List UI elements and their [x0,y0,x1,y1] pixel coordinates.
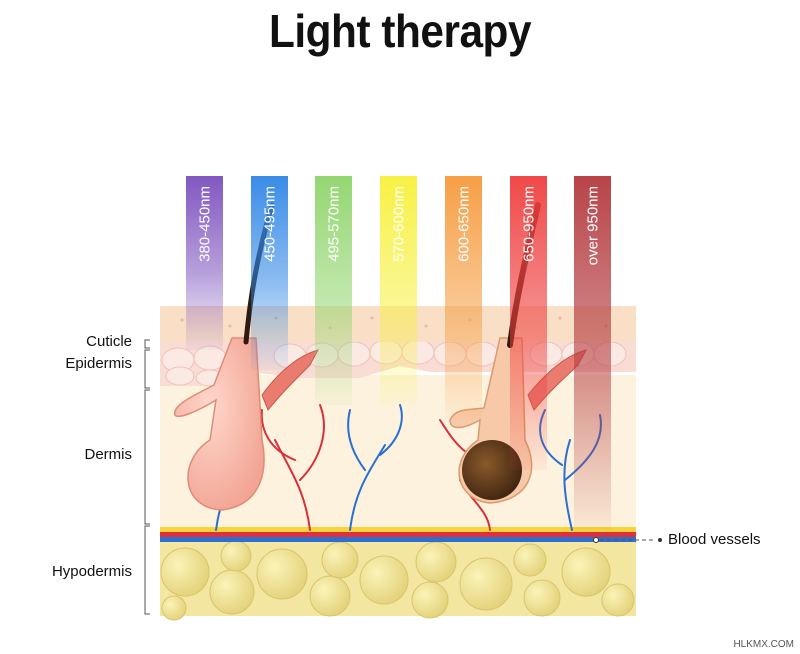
light-bands: 380-450nm 450-495nm 495-570nm 570-600nm 600-… [186,176,611,530]
light-band-bar [251,176,288,370]
light-band: 450-495nm [251,176,288,370]
light-band-bar [380,176,417,405]
layer-brackets [144,339,150,615]
label-cuticle: Cuticle [86,333,132,350]
page-title: Light therapy [268,5,532,57]
light-band: over 950nm [574,176,611,530]
light-band-bar [574,176,611,530]
light-band: 600-650nm [445,176,482,420]
light-band-bar [510,176,547,470]
light-band: 380-450nm [186,176,223,350]
blood-vessel-pointer [593,537,662,543]
label-dermis: Dermis [84,446,133,463]
light-band-label: 380-450nm [197,186,214,262]
label-epidermis: Epidermis [65,355,132,372]
vessel-blue [160,537,636,542]
light-band-label: over 950nm [585,186,602,265]
light-band: 570-600nm [380,176,417,405]
label-hypodermis: Hypodermis [51,563,132,580]
light-band-label: 450-495nm [262,186,279,262]
light-band-bar [445,176,482,420]
vessel-yellow [160,527,636,532]
light-band-label: 495-570nm [326,186,343,262]
light-band: 650-950nm [510,176,547,470]
light-band-bar [315,176,352,405]
fat-cells [160,540,635,621]
light-band-bar [186,176,223,350]
light-band-label: 570-600nm [391,186,408,262]
watermark: HLKMX.COM [733,639,794,650]
light-band-label: 600-650nm [456,186,473,262]
light-band: 495-570nm [315,176,352,405]
light-band-label: 650-950nm [521,186,538,262]
vessel-red [160,532,636,537]
label-blood-vessels: Blood vessels [668,531,761,548]
